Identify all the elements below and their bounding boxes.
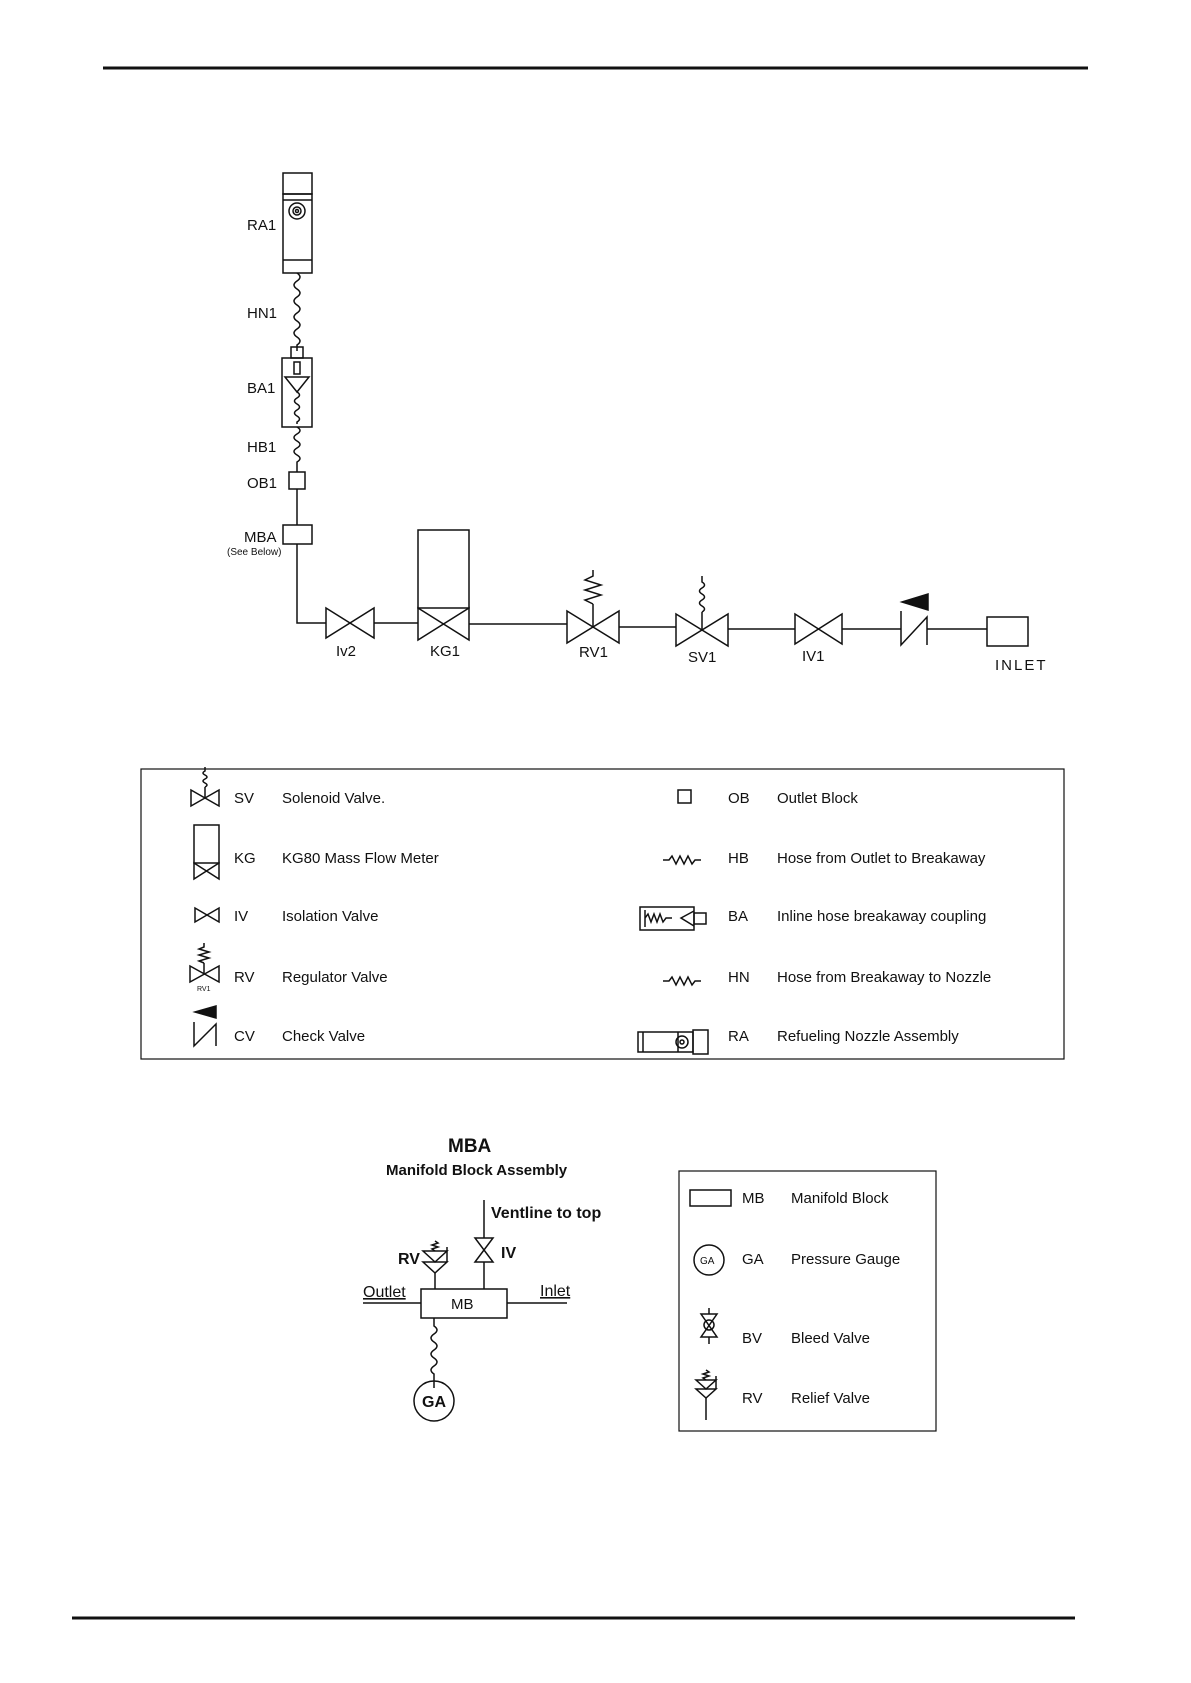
mba-legend-box: GA MB Manifold Block GA Pressure Gauge B… (678, 1170, 937, 1432)
legend-ra-icon (637, 1029, 709, 1055)
iv-ventline-valve-symbol (473, 1200, 495, 1289)
legend-kg-icon (193, 824, 220, 881)
ba1-breakaway-symbol (281, 346, 313, 428)
legend-kg-code: KG (234, 850, 256, 867)
legend-ba-code: BA (728, 908, 748, 925)
legend-rv-description: Regulator Valve (282, 969, 388, 986)
label-inlet: INLET (995, 657, 1048, 674)
sv1-solenoid-valve-symbol (675, 576, 729, 648)
legend-iv-description: Isolation Valve (282, 908, 378, 925)
label-iv1: IV1 (802, 648, 825, 665)
label-ba1: BA1 (247, 380, 275, 397)
mba-block-symbol (282, 524, 313, 545)
ga-label: GA (422, 1394, 446, 1411)
label-kg1: KG1 (430, 643, 460, 660)
label-ob1: OB1 (247, 475, 277, 492)
legend-cv-code: CV (234, 1028, 255, 1045)
legend-sv-icon (190, 767, 220, 808)
check-valve-symbol (899, 592, 929, 647)
rv1-regulator-valve-symbol (566, 570, 620, 645)
label-iv2: Iv2 (336, 643, 356, 660)
legend-ob-code: OB (728, 790, 750, 807)
ga-pressure-gauge-symbol (413, 1380, 455, 1422)
hb1-hose-symbol (293, 426, 301, 472)
gauge-hose-symbol (430, 1318, 438, 1388)
legend-cv-description: Check Valve (282, 1028, 365, 1045)
legend-bv-icon (699, 1308, 719, 1344)
legend-ba-icon (639, 906, 707, 931)
label-mba-note: (See Below) (227, 547, 281, 558)
legend-hn-code: HN (728, 969, 750, 986)
legend-hb-description: Hose from Outlet to Breakaway (777, 850, 986, 867)
legend-kg-description: KG80 Mass Flow Meter (282, 850, 439, 867)
kg1-mass-flow-meter-symbol (417, 529, 470, 642)
legend-sv-description: Solenoid Valve. (282, 790, 385, 807)
legend-ob-icon (677, 789, 692, 804)
outlet-label: Outlet (363, 1284, 406, 1301)
legend-bv-description: Bleed Valve (791, 1330, 870, 1347)
legend-rv-relief-icon (694, 1369, 718, 1420)
legend-ra-code: RA (728, 1028, 749, 1045)
legend-mb-icon (689, 1189, 732, 1207)
iv-label: IV (501, 1245, 516, 1262)
legend-sv-code: SV (234, 790, 254, 807)
legend-rv-relief-description: Relief Valve (791, 1390, 870, 1407)
main-schematic: RA1 HN1 BA1 HB1 OB1 MBA (See Below) Iv2 … (227, 172, 1048, 674)
legend-rv-code: RV (234, 969, 255, 986)
legend-hb-code: HB (728, 850, 749, 867)
legend-iv-code: IV (234, 908, 248, 925)
label-mba: MBA (244, 529, 277, 546)
iv2-isolation-valve-symbol (325, 606, 375, 640)
ventline-label: Ventline to top (491, 1205, 601, 1222)
legend-hb-icon (663, 854, 701, 866)
legend-rv-relief-code: RV (742, 1390, 763, 1407)
legend-ga-icon: GA (693, 1244, 725, 1276)
ra1-nozzle-symbol (282, 172, 313, 274)
inlet-label: Inlet (540, 1283, 571, 1300)
rv-relief-valve-symbol (421, 1240, 449, 1289)
legend-mb-code: MB (742, 1190, 765, 1207)
mba-detail-title: MBA (448, 1136, 492, 1157)
legend-box: RV1 SV Sole (140, 767, 1065, 1060)
rv-label: RV (398, 1251, 420, 1268)
inlet-block-symbol (986, 616, 1029, 647)
label-sv1: SV1 (688, 649, 716, 666)
mb-label: MB (451, 1296, 474, 1313)
legend-mb-description: Manifold Block (791, 1190, 889, 1207)
legend-hn-description: Hose from Breakaway to Nozzle (777, 969, 991, 986)
legend-ga-code: GA (742, 1251, 764, 1268)
ob1-outlet-block-symbol (288, 471, 306, 490)
pipe-segment (296, 544, 326, 624)
legend-rv-icon: RV1 (189, 943, 220, 993)
legend-ga-icon-text: GA (700, 1256, 715, 1267)
label-rv1: RV1 (579, 644, 608, 661)
mba-detail: MBA Manifold Block Assembly MB Outlet In… (363, 1136, 601, 1422)
legend-hn-icon (663, 975, 701, 987)
legend-iv-icon (194, 906, 220, 924)
label-hb1: HB1 (247, 439, 276, 456)
hn1-hose-symbol (293, 272, 301, 351)
iv1-isolation-valve-symbol (794, 612, 843, 646)
legend-rv-icon-text: RV1 (197, 986, 211, 993)
legend-bv-code: BV (742, 1330, 762, 1347)
legend-cv-icon (192, 1005, 217, 1048)
legend-ob-description: Outlet Block (777, 790, 858, 807)
mba-detail-subtitle: Manifold Block Assembly (386, 1162, 568, 1179)
legend-ga-description: Pressure Gauge (791, 1251, 900, 1268)
legend-ra-description: Refueling Nozzle Assembly (777, 1028, 959, 1045)
label-hn1: HN1 (247, 305, 277, 322)
label-ra1: RA1 (247, 217, 276, 234)
legend-ba-description: Inline hose breakaway coupling (777, 908, 986, 925)
